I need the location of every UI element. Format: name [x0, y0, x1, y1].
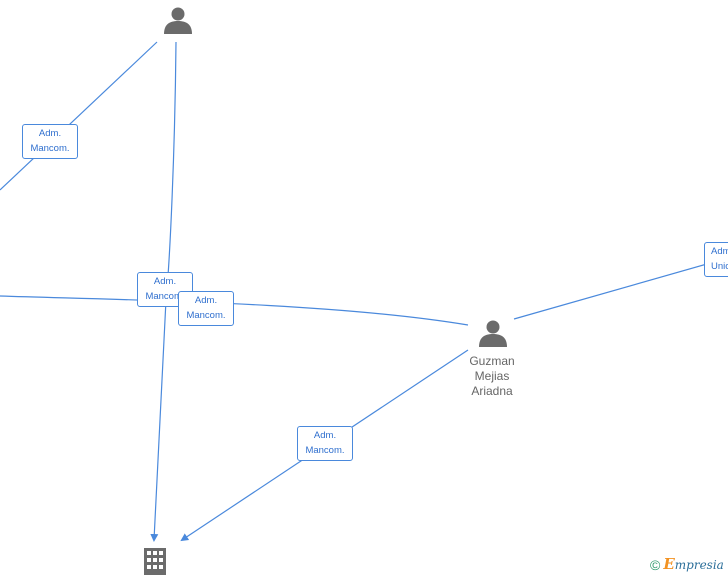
brand-watermark: ©Empresia — [650, 555, 724, 573]
edge-label-line1: Adm. — [38, 128, 62, 139]
edge-label-guzman-to-company[interactable]: Adm. Mancom. — [297, 426, 353, 461]
edge-top-left — [0, 41, 158, 191]
edge-guzman-right — [513, 257, 728, 320]
edge-label-line1: Adm. — [711, 246, 728, 257]
person-name-guzman[interactable]: Guzman Mejias Ariadna — [469, 354, 515, 398]
brand-initial: E — [663, 555, 675, 573]
person-icon[interactable] — [479, 320, 507, 348]
edge-label-line1: Adm. — [153, 276, 177, 287]
edge-label-left-to-guzman[interactable]: Adm. Mancom. — [178, 291, 234, 326]
building-icon[interactable] — [144, 548, 166, 575]
edge-label-line2: Mancom. — [186, 310, 226, 321]
brand-name: mpresia — [674, 558, 724, 572]
edge-label-guzman-right[interactable]: Adm. Unic. — [704, 242, 728, 277]
person-icon[interactable] — [164, 7, 192, 35]
copyright-icon: © — [650, 557, 661, 573]
edge-left-to-guzman — [0, 295, 469, 326]
edge-label-line2: Unic. — [711, 261, 728, 272]
edge-label-top-left[interactable]: Adm. Mancom. — [22, 124, 78, 159]
edge-label-line2: Mancom. — [30, 143, 70, 154]
edge-label-line1: Adm. — [313, 430, 337, 441]
edge-label-line2: Mancom. — [305, 445, 345, 456]
edge-label-line2: Mancom. — [145, 291, 185, 302]
edge-label-line1: Adm. — [194, 295, 218, 306]
